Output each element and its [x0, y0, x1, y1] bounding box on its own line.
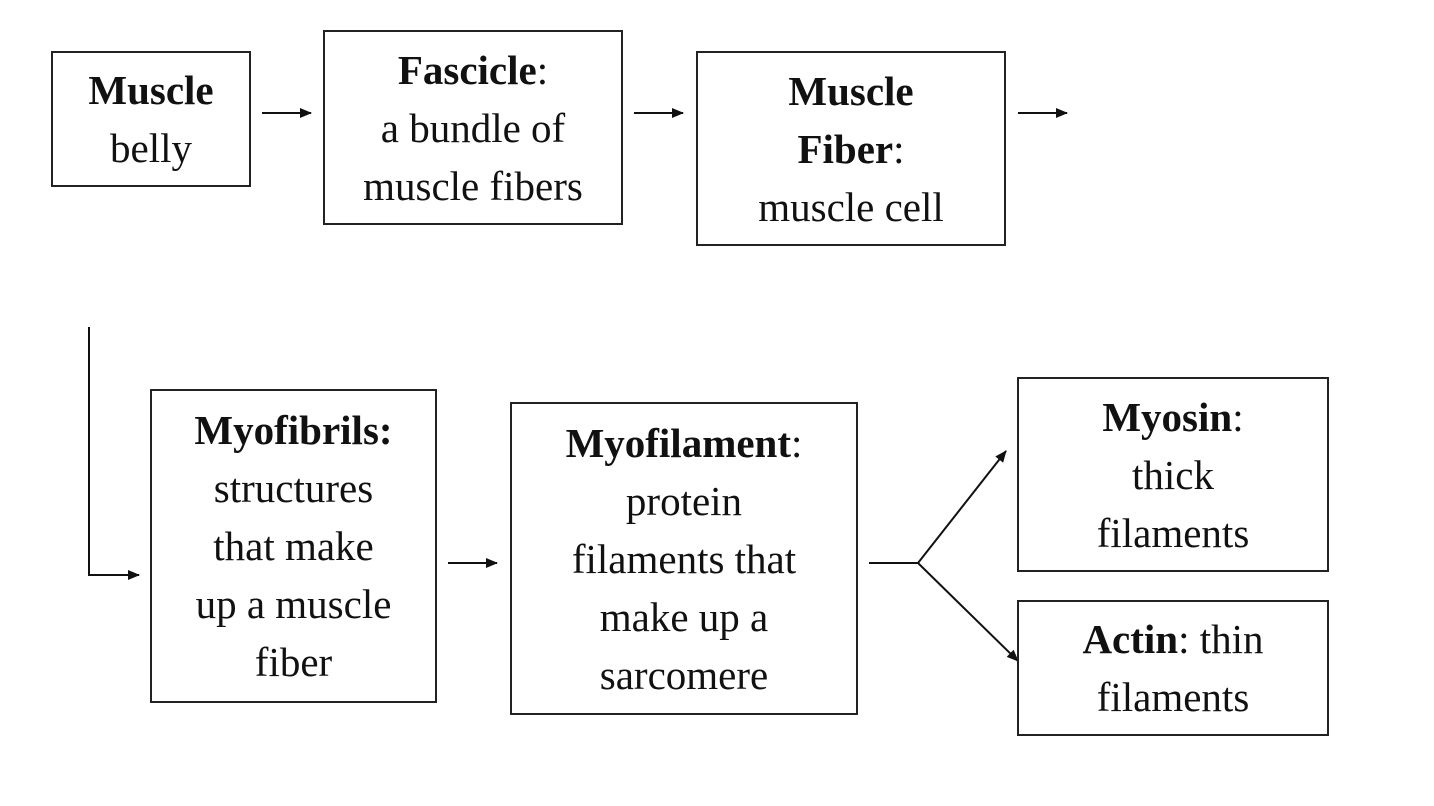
myosin-box: Myosin: thick filaments	[1017, 377, 1329, 572]
muscle-fiber-term-line2: Fiber	[797, 125, 894, 172]
myofibrils-desc-line4: fiber	[254, 639, 333, 685]
muscle-fiber-term-line1: Muscle	[788, 67, 914, 114]
muscle-fiber-desc: muscle cell	[758, 183, 944, 230]
muscle-fiber-box: Muscle Fiber: muscle cell	[696, 51, 1006, 246]
actin-box: Actin: thin filaments	[1017, 600, 1329, 736]
myofibrils-box: Myofibrils: structures that make up a mu…	[150, 389, 437, 703]
myofilament-colon: :	[791, 419, 803, 466]
arrow-to-actin	[917, 562, 1019, 662]
fascicle-desc-line2: muscle fibers	[363, 162, 583, 209]
actin-desc-line1: : thin	[1178, 616, 1264, 662]
myofilament-desc-line1: protein	[625, 477, 743, 524]
fascicle-desc-line1: a bundle of	[380, 104, 566, 151]
actin-desc-line2: filaments	[1096, 674, 1250, 720]
fascicle-term: Fascicle	[397, 46, 537, 93]
fascicle-colon: :	[536, 46, 549, 93]
myofilament-desc-line4: sarcomere	[599, 651, 769, 698]
myosin-desc-line2: filaments	[1096, 509, 1250, 556]
actin-term: Actin	[1082, 616, 1179, 662]
myofibrils-term: Myofibrils:	[194, 407, 393, 453]
myosin-term: Myosin	[1102, 393, 1233, 440]
muscle-belly-term: Muscle	[88, 67, 214, 113]
muscle-belly-desc: belly	[110, 125, 192, 171]
myofilament-desc-line3: make up a	[599, 593, 769, 640]
arrow-wrap-to-myofibrils	[88, 327, 140, 580]
myofilament-desc-line2: filaments that	[571, 535, 797, 582]
myofilament-box: Myofilament: protein filaments that make…	[510, 402, 858, 715]
myofibrils-desc-line1: structures	[213, 465, 374, 511]
muscle-fiber-colon: :	[893, 125, 905, 172]
fascicle-box: Fascicle: a bundle of muscle fibers	[323, 30, 623, 225]
myofilament-term: Myofilament	[565, 419, 792, 466]
arrow-to-myosin	[917, 450, 1007, 564]
myofibrils-desc-line2: that make	[213, 523, 374, 569]
myosin-colon: :	[1232, 393, 1244, 440]
myofibrils-desc-line3: up a muscle	[195, 581, 392, 627]
myosin-desc-line1: thick	[1132, 451, 1214, 498]
muscle-belly-box: Muscle belly	[51, 51, 251, 187]
